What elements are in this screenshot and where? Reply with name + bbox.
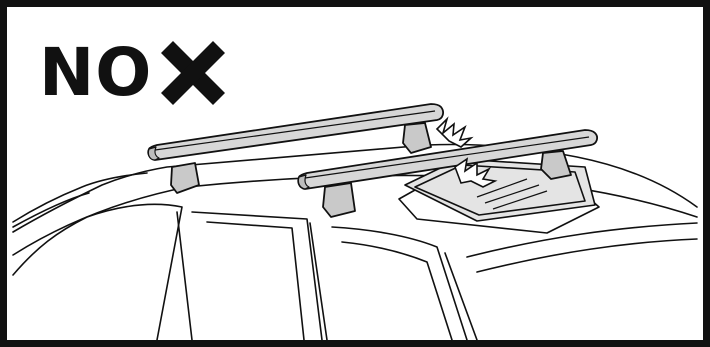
window-3-inner xyxy=(342,242,452,340)
rear-crossbar xyxy=(148,104,443,193)
impact-burst-upper xyxy=(437,119,471,147)
roof-outline xyxy=(13,145,697,233)
pillar-line xyxy=(177,212,192,340)
rear-bar-foot-right xyxy=(403,123,431,153)
window-2-inner xyxy=(207,222,304,340)
pillar-line-2 xyxy=(310,223,327,340)
roof-rail-left xyxy=(13,173,147,222)
car-roof-illustration xyxy=(7,7,703,340)
pillar-line-3 xyxy=(445,253,477,340)
front-bar-foot-left xyxy=(323,183,355,217)
rear-bar-foot-left xyxy=(171,163,199,193)
rear-body-line-2 xyxy=(477,239,697,272)
front-window-outline xyxy=(13,204,182,340)
rear-bar-body xyxy=(148,104,443,160)
rear-bar-top-line xyxy=(155,111,435,150)
